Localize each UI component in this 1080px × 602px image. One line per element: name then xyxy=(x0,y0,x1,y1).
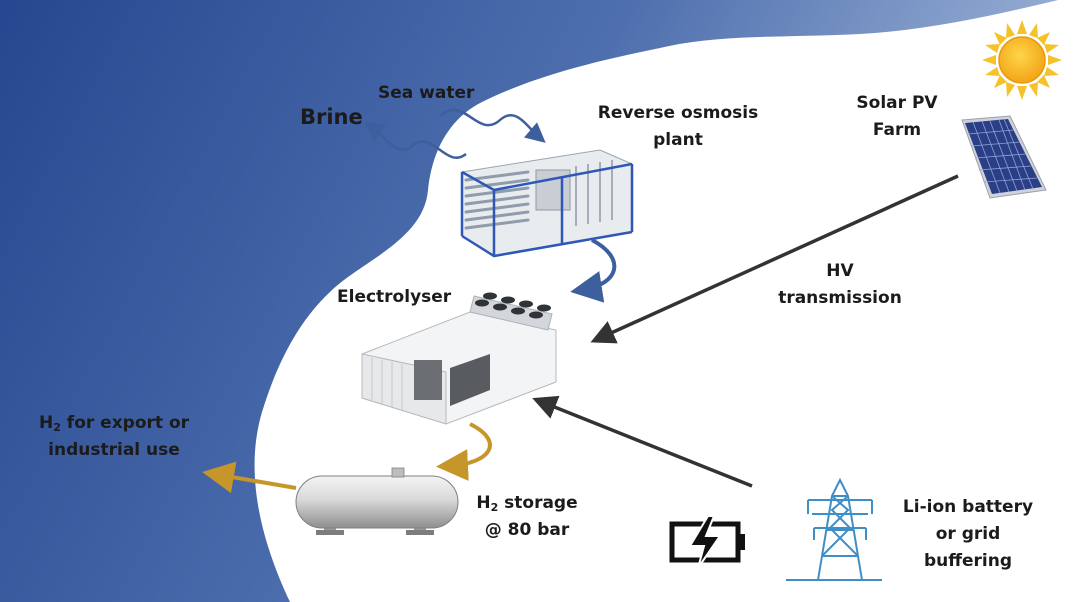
hv-transmission-line-2: transmission xyxy=(778,288,902,308)
sun-icon xyxy=(982,20,1062,100)
ro-plant-icon xyxy=(460,149,634,258)
h2-export-label: H2 for export or industrial use xyxy=(28,410,200,464)
h2-export-rest: for export or xyxy=(60,413,190,433)
buffering-line-3: buffering xyxy=(923,551,1013,571)
ro-plant-label: Reverse osmosis plant xyxy=(594,100,762,154)
sea-water-label: Sea water xyxy=(378,80,474,107)
h2-export-line-1: H2 for export or xyxy=(28,410,200,437)
hv-transmission-line-1: HV xyxy=(826,261,854,281)
h2-export-arrow xyxy=(202,461,297,494)
electrolyser-label: Electrolyser xyxy=(337,284,451,311)
battery-charging-icon xyxy=(669,515,745,569)
buffering-arrow xyxy=(532,395,753,488)
brine-arrow xyxy=(364,121,467,159)
h2-export-h: H xyxy=(38,413,54,433)
hv-transmission-label: HV transmission xyxy=(768,258,912,312)
h2-storage-h: H xyxy=(476,493,491,513)
h2-storage-line-1: H2 storage xyxy=(468,490,586,517)
h2-export-subscript: 2 xyxy=(53,421,61,434)
sea-water-arrow xyxy=(439,108,546,143)
h2-export-line-2: industrial use xyxy=(48,440,180,460)
storage-tank-icon xyxy=(295,467,459,535)
brine-text: Brine xyxy=(300,105,363,129)
buffering-line-2: or grid xyxy=(935,524,1001,544)
ro-to-electrolyser-arrow xyxy=(570,238,617,303)
hv-transmission-arrow xyxy=(590,174,959,344)
solar-panel-icon xyxy=(961,115,1047,199)
buffering-line-1: Li-ion battery xyxy=(902,497,1034,517)
solar-pv-line-1: Solar PV xyxy=(856,93,938,113)
brine-label: Brine xyxy=(300,104,363,131)
pylon-icon xyxy=(786,477,882,581)
solar-pv-label: Solar PV Farm xyxy=(840,90,954,144)
h2-storage-label: H2 storage @ 80 bar xyxy=(468,490,586,544)
ro-plant-line-2: plant xyxy=(653,130,703,150)
h2-storage-line-2: @ 80 bar xyxy=(484,520,570,540)
h2-storage-rest: storage xyxy=(498,493,578,513)
electrolyser-icon xyxy=(361,292,557,425)
electrolyser-to-storage-arrow xyxy=(436,422,492,482)
ro-plant-line-1: Reverse osmosis xyxy=(597,103,759,123)
h2-storage-subscript: 2 xyxy=(490,501,499,514)
solar-pv-line-2: Farm xyxy=(872,120,922,140)
buffering-label: Li-ion battery or grid buffering xyxy=(890,494,1046,575)
electrolyser-text: Electrolyser xyxy=(337,287,452,307)
sea-water-text: Sea water xyxy=(378,83,475,103)
sea-area xyxy=(0,0,1058,602)
